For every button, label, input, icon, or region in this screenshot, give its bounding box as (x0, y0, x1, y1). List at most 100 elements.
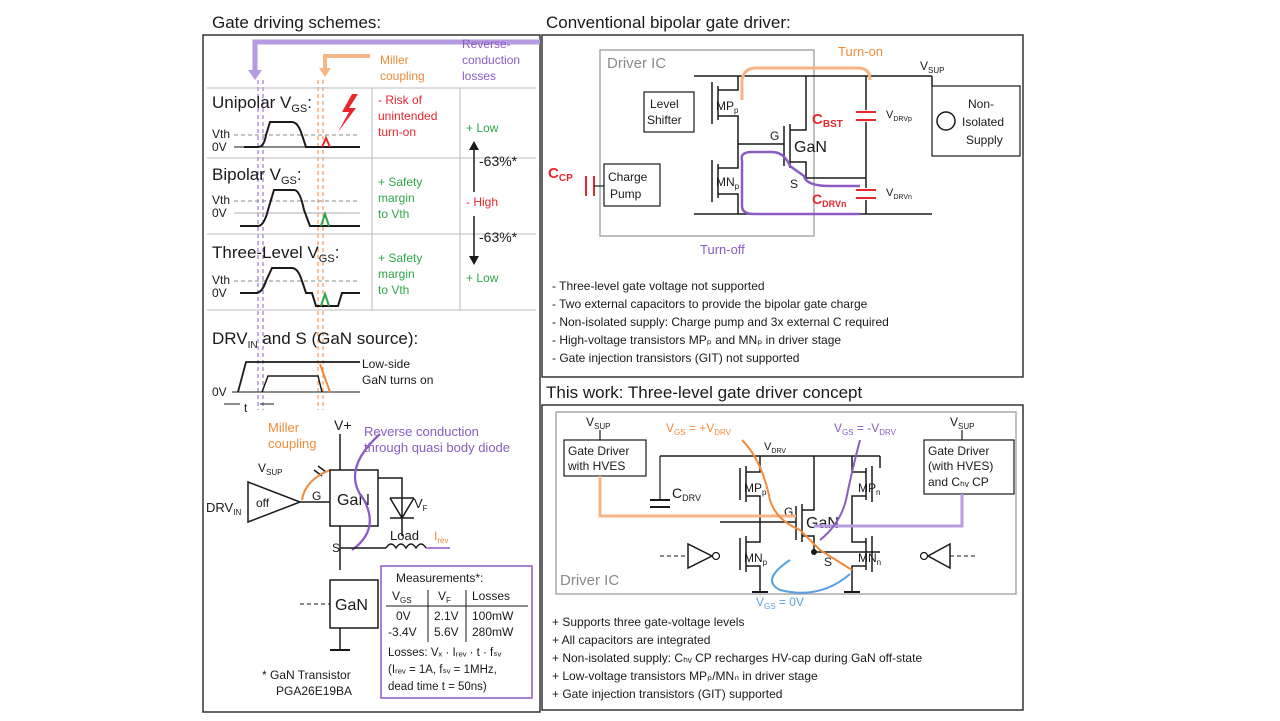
meas-formula: Losses: Vₓ · Iᵣₑᵥ · t · fₛᵥ (388, 647, 502, 659)
vdrv-label: VDRV (764, 441, 786, 455)
left-panel-border (202, 34, 541, 713)
level-shifter-2: Shifter (647, 113, 682, 127)
unipolar-label: Unipolar VGS: (212, 93, 312, 115)
conv-gan-label: GaN (794, 139, 827, 156)
cdrv-label: CDRV (672, 485, 701, 503)
gd-left-1: Gate Driver (568, 444, 629, 458)
meas-cond-2: dead time t = 50ns) (388, 681, 487, 693)
reverse-label-3: losses (462, 69, 496, 83)
gd-left-box (563, 439, 647, 477)
supply-3: Supply (966, 133, 1003, 147)
reverse2-label-2: through quasi body diode (364, 440, 510, 455)
work-s-label: S (824, 555, 832, 569)
gd-right-2: (with HVES) (928, 459, 993, 473)
this-work-panel: This work: Three-level gate driver conce… (541, 383, 1024, 711)
conv-title: Conventional bipolar gate driver: (546, 13, 791, 32)
meas-cell: 0V (396, 609, 411, 623)
vgs-zero-path (771, 559, 851, 594)
meas-header-vgs: VGS (392, 589, 412, 605)
work-g-label: G (784, 505, 793, 519)
conv-panel-border (541, 34, 1024, 378)
conv-bullet: - Two external capacitors to provide the… (552, 297, 868, 311)
three-safety-2: margin (378, 267, 415, 281)
left-title: Gate driving schemes: (212, 13, 381, 32)
ccp-label: CCP (548, 165, 573, 184)
miller-label-2: coupling (380, 69, 425, 83)
conv-mn-transistor (711, 144, 739, 214)
bipolar-label: Bipolar VGS: (212, 165, 302, 187)
meas-cond-1: (Iᵣₑᵥ = 1A, fₛᵥ = 1MHz, (388, 664, 497, 676)
miller-arrow-head (319, 68, 331, 77)
gd-right-box (923, 439, 1015, 495)
mnp-label: MNp (744, 551, 768, 567)
unipolar-spike (321, 135, 331, 148)
work-vsup-right: VSUP (950, 415, 974, 431)
gd-left-2: with HVES (567, 459, 625, 473)
three-safety-1: + Safety (378, 251, 422, 265)
right-inverter-bubble (919, 551, 929, 561)
left-vf-label: VF (414, 496, 428, 513)
left-g-label: G (312, 489, 321, 503)
load-inductor (385, 543, 427, 550)
mpp-transistor (739, 456, 761, 522)
turn-off-label: Turn-off (700, 242, 745, 257)
miller2-label-2: coupling (268, 436, 316, 451)
turn-off-path (740, 150, 860, 188)
mnp-transistor (739, 522, 761, 586)
meas-cell: -3.4V (388, 625, 417, 639)
mnn-label: MNn (858, 551, 881, 567)
conv-driver-ic-label: Driver IC (607, 55, 666, 72)
vgs-pos-path (741, 439, 853, 571)
three-vth: Vth (212, 273, 230, 287)
three-safety-3: to Vth (378, 283, 409, 297)
three-0v: 0V (212, 286, 227, 300)
conventional-panel: Conventional bipolar gate driver: Driver… (541, 13, 1024, 378)
meas-cell: 2.1V (434, 609, 459, 623)
meas-header-vf: VF (438, 589, 451, 605)
reverse2-label-1: Reverse conduction (364, 424, 479, 439)
bipolar-spike (320, 210, 330, 227)
conv-s-label: S (790, 177, 798, 191)
bipolar-vth: Vth (212, 193, 230, 207)
work-bullet: + All capacitors are integrated (552, 633, 710, 647)
miller-path (301, 469, 331, 501)
left-panel: Gate driving schemes: Miller coupling Re… (202, 13, 541, 713)
loss-low-2: + Low (466, 271, 499, 285)
conv-mn-label: MNp (716, 175, 740, 191)
work-bullet: + Low-voltage transistors MPₚ/MNₙ in dri… (552, 669, 818, 683)
low-side-gan-label: GaN (335, 597, 368, 614)
dead-time-label: t (244, 401, 248, 415)
loss-high: - High (466, 195, 498, 209)
turn-on-label: Turn-on (838, 44, 883, 59)
conv-mp-label: MPp (716, 99, 739, 115)
irev-label: Irev (434, 529, 448, 545)
conv-vsup-label: VSUP (920, 59, 944, 75)
measurements-box (380, 565, 533, 699)
work-driver-ic-label: Driver IC (560, 572, 619, 589)
bipolar-safety-3: to Vth (378, 207, 409, 221)
meas-cell: 100mW (472, 609, 514, 623)
charge-pump-1: Charge (608, 170, 648, 184)
unipolar-0v: 0V (212, 140, 227, 154)
drv-waveform (237, 361, 360, 393)
supply-1: Non- (968, 97, 994, 111)
miller2-label-1: Miller (268, 420, 300, 435)
conv-gan-symbol (783, 76, 807, 178)
three-spike (320, 290, 330, 307)
work-bullet: + Gate injection transistors (GIT) suppo… (552, 687, 782, 701)
source-node (811, 549, 817, 555)
drv-s-label: DRVIN and S (GaN source): (212, 329, 418, 351)
low-side-1: Low-side (362, 357, 410, 371)
work-vsup-left: VSUP (586, 415, 610, 431)
vplus-label: V+ (334, 417, 352, 433)
conv-g-label: G (770, 129, 779, 143)
conv-bullet: - Gate injection transistors (GIT) not s… (552, 351, 799, 365)
turn-on-path (740, 66, 872, 100)
level-shifter-1: Level (650, 97, 679, 111)
cbst-label: CBST (812, 111, 843, 130)
left-drvin-label: DRVIN (206, 500, 241, 517)
gd-right-3: and Cₕᵥ CP (928, 475, 989, 489)
footnote-1: * GaN Transistor (262, 668, 351, 682)
unipolar-risk-1: - Risk of (378, 93, 423, 107)
